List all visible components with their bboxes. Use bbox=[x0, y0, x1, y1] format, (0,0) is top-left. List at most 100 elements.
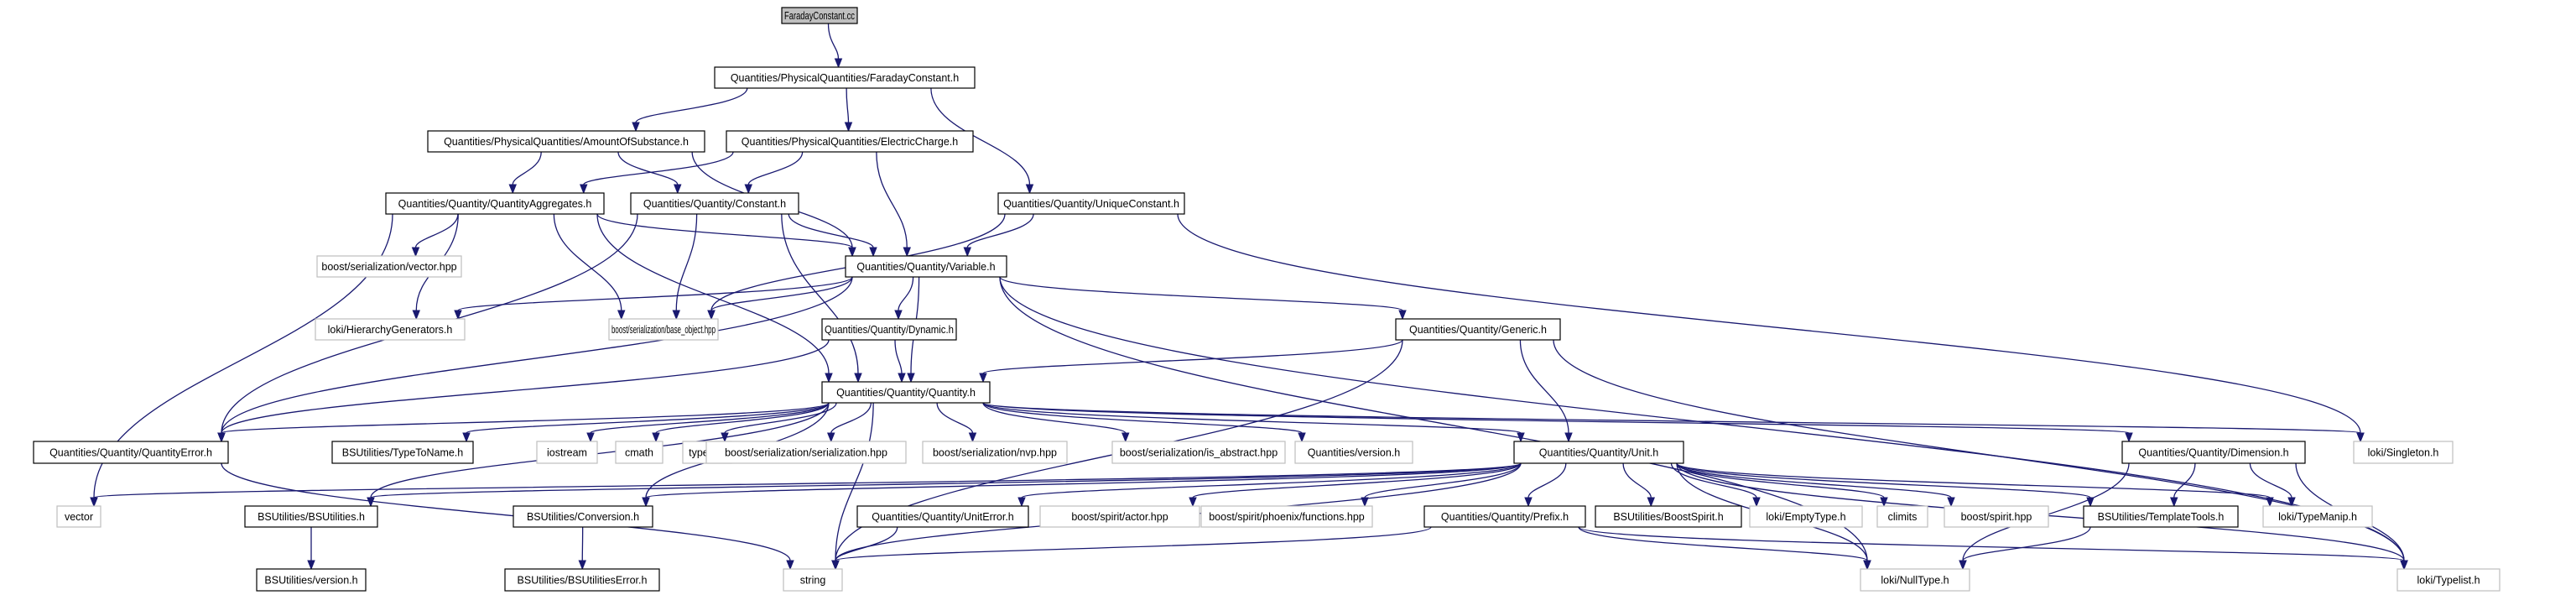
node-box bbox=[256, 568, 367, 592]
node-vector[interactable]: vector bbox=[56, 505, 101, 528]
node-label: Quantities/Quantity/Quantity.h bbox=[836, 387, 976, 399]
node-label: loki/HierarchyGenerators.h bbox=[328, 324, 453, 336]
edge-line bbox=[93, 462, 1522, 498]
edge-line bbox=[1676, 462, 1952, 498]
arrow-head bbox=[1564, 432, 1573, 443]
node-cmath[interactable]: cmath bbox=[615, 441, 664, 464]
edge-faraday_h-to-amount bbox=[632, 87, 748, 133]
edge-line bbox=[1578, 526, 1868, 561]
node-bsutilities-conversion-h[interactable]: BSUtilities/Conversion.h bbox=[513, 505, 653, 528]
arrow-head bbox=[2125, 432, 2133, 443]
node-boost-spirit-actor-hpp[interactable]: boost/spirit/actor.hpp bbox=[1039, 505, 1200, 528]
node-loki-typelist-h[interactable]: loki/Typelist.h bbox=[2396, 568, 2501, 592]
node-label: boost/serialization/base_object.hpp bbox=[611, 324, 716, 336]
node-loki-typemanip-h[interactable]: loki/TypeManip.h bbox=[2262, 505, 2373, 528]
node-quantities-quantity-quantityaggregates-h[interactable]: Quantities/Quantity/QuantityAggregates.h bbox=[385, 192, 605, 215]
node-label: Quantities/Quantity/UniqueConstant.h bbox=[1003, 198, 1179, 210]
node-box bbox=[1200, 505, 1373, 528]
edge-line bbox=[966, 213, 1034, 248]
edge-line bbox=[2249, 462, 2292, 498]
node-bsutilities-version-h[interactable]: BSUtilities/version.h bbox=[256, 568, 367, 592]
node-boost-serialization-vector-hpp[interactable]: boost/serialization/vector.hpp bbox=[316, 255, 462, 278]
node-box bbox=[630, 192, 799, 215]
node-box bbox=[997, 192, 1185, 215]
arrow-head bbox=[786, 560, 794, 571]
node-quantities-quantity-quantity-h[interactable]: Quantities/Quantity/Quantity.h bbox=[821, 381, 991, 404]
arrow-head bbox=[1398, 310, 1407, 321]
arrow-head bbox=[968, 432, 977, 443]
node-box bbox=[781, 7, 858, 24]
edge-line bbox=[1622, 462, 1652, 498]
edge-line bbox=[221, 339, 830, 434]
node-loki-nulltype-h[interactable]: loki/NullType.h bbox=[1860, 568, 1970, 592]
node-bsutilities-bsutilitieserror-h[interactable]: BSUtilities/BSUtilitiesError.h bbox=[504, 568, 660, 592]
node-loki-hierarchygenerators-h[interactable]: loki/HierarchyGenerators.h bbox=[315, 318, 466, 341]
edge-line bbox=[596, 213, 853, 248]
node-quantities-quantity-unit-h[interactable]: Quantities/Quantity/Unit.h bbox=[1513, 441, 1684, 464]
edge-line bbox=[827, 23, 840, 60]
node-boost-spirit-hpp[interactable]: boost/spirit.hpp bbox=[1944, 505, 2049, 528]
node-quantities-physicalquantities-faradayconstant-h[interactable]: Quantities/PhysicalQuantities/FaradayCon… bbox=[714, 66, 976, 89]
edge-line bbox=[596, 213, 830, 374]
edge-generic-to-quantity bbox=[979, 339, 1403, 384]
node-quantities-quantity-uniterror-h[interactable]: Quantities/Quantity/UnitError.h bbox=[856, 505, 1029, 528]
node-quantities-quantity-uniqueconstant-h[interactable]: Quantities/Quantity/UniqueConstant.h bbox=[997, 192, 1185, 215]
node-quantities-quantity-variable-h[interactable]: Quantities/Quantity/Variable.h bbox=[845, 255, 1007, 278]
node-quantities-quantity-generic-h[interactable]: Quantities/Quantity/Generic.h bbox=[1395, 318, 1561, 341]
edge-unit-to-actor bbox=[1189, 462, 1522, 508]
node-boost-serialization-serialization-hpp[interactable]: boost/serialization/serialization.hpp bbox=[705, 441, 907, 464]
node-iostream[interactable]: iostream bbox=[536, 441, 598, 464]
node-quantities-quantity-dynamic-h[interactable]: Quantities/Quantity/Dynamic.h bbox=[821, 318, 957, 341]
edge-line bbox=[898, 276, 914, 311]
node-quantities-quantity-prefix-h[interactable]: Quantities/Quantity/Prefix.h bbox=[1423, 505, 1586, 528]
node-boost-serialization-base-object-hpp[interactable]: boost/serialization/base_object.hpp bbox=[608, 318, 719, 341]
node-loki-singleton-h[interactable]: loki/Singleton.h bbox=[2353, 441, 2454, 464]
edge-line bbox=[835, 526, 1432, 561]
node-string[interactable]: string bbox=[783, 568, 843, 592]
edge-line bbox=[583, 151, 734, 185]
node-quantities-quantity-quantityerror-h[interactable]: Quantities/Quantity/QuantityError.h bbox=[33, 441, 229, 464]
node-bsutilities-boostspirit-h[interactable]: BSUtilities/BoostSpirit.h bbox=[1595, 505, 1742, 528]
edge-line bbox=[982, 402, 2361, 434]
node-box bbox=[705, 441, 907, 464]
edge-line bbox=[710, 276, 853, 311]
edge-amount-to-aggregates bbox=[508, 151, 542, 195]
node-loki-emptytype-h[interactable]: loki/EmptyType.h bbox=[1749, 505, 1863, 528]
edge-line bbox=[982, 402, 2130, 434]
node-label: Quantities/Quantity/Dynamic.h bbox=[825, 324, 954, 336]
node-boost-serialization-nvp-hpp[interactable]: boost/serialization/nvp.hpp bbox=[922, 441, 1068, 464]
node-box bbox=[2121, 441, 2306, 464]
arrow-head bbox=[1361, 497, 1369, 508]
node-label: Quantities/Quantity/Constant.h bbox=[643, 198, 786, 210]
node-bsutilities-templatetools-h[interactable]: BSUtilities/TemplateTools.h bbox=[2083, 505, 2239, 528]
node-quantities-quantity-dimension-h[interactable]: Quantities/Quantity/Dimension.h bbox=[2121, 441, 2306, 464]
node-box bbox=[1395, 318, 1561, 341]
node-bsutilities-bsutilities-h[interactable]: BSUtilities/BSUtilities.h bbox=[244, 505, 378, 528]
node-quantities-physicalquantities-electriccharge-h[interactable]: Quantities/PhysicalQuantities/ElectricCh… bbox=[726, 130, 974, 153]
node-quantities-physicalquantities-amountofsubstance-h[interactable]: Quantities/PhysicalQuantities/AmountOfSu… bbox=[427, 130, 705, 153]
node-faradayconstant-cc[interactable]: FaradayConstant.cc bbox=[781, 7, 858, 24]
node-boost-spirit-phoenix-functions-hpp[interactable]: boost/spirit/phoenix/functions.hpp bbox=[1200, 505, 1373, 528]
edge-quantity-to-qerror bbox=[217, 402, 830, 443]
node-box bbox=[2083, 505, 2239, 528]
edge-line bbox=[894, 339, 903, 374]
node-bsutilities-typetoname-h[interactable]: BSUtilities/TypeToName.h bbox=[331, 441, 474, 464]
edge-constant-to-base_object bbox=[672, 213, 698, 321]
node-climits[interactable]: climits bbox=[1876, 505, 1928, 528]
edge-constant-to-variable bbox=[788, 213, 877, 258]
edge-faraday_h-to-charge bbox=[844, 87, 853, 133]
edge-line bbox=[370, 402, 830, 498]
edge-line bbox=[999, 276, 1403, 311]
edge-dimension-to-templatetools bbox=[2170, 462, 2196, 508]
edge-unit-to-bsutilities bbox=[367, 462, 1522, 508]
arrow-head bbox=[848, 247, 856, 258]
edge-line bbox=[221, 462, 791, 561]
node-boost-serialization-is-abstract-hpp[interactable]: boost/serialization/is_abstract.hpp bbox=[1111, 441, 1286, 464]
node-quantities-quantity-constant-h[interactable]: Quantities/Quantity/Constant.h bbox=[630, 192, 799, 215]
edge-quantity-to-version_h bbox=[982, 402, 1306, 443]
arrow-head bbox=[744, 184, 752, 195]
edge-quantity-to-nvp bbox=[936, 402, 977, 443]
edge-line bbox=[1192, 462, 1522, 498]
arrow-head bbox=[903, 247, 911, 258]
node-quantities-version-h[interactable]: Quantities/version.h bbox=[1294, 441, 1413, 464]
